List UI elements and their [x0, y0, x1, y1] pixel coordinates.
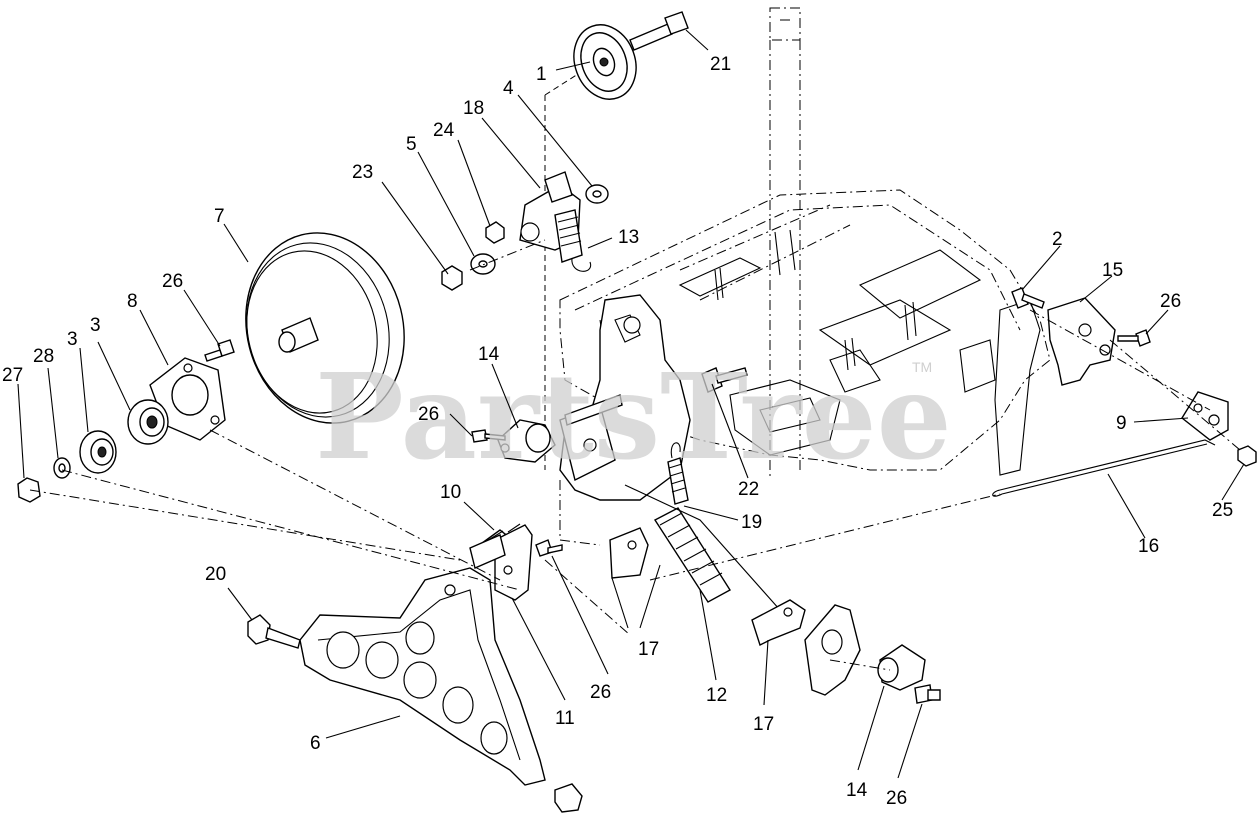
nut-25	[1237, 445, 1257, 467]
washer-5	[470, 253, 496, 275]
mounting-bracket	[559, 294, 691, 501]
pivot-plate	[804, 604, 861, 696]
callout-26-b: 26	[418, 404, 439, 425]
bearing-3a	[127, 399, 169, 445]
callout-25: 25	[1212, 500, 1233, 521]
bolt-22	[701, 367, 748, 393]
callout-16: 16	[1138, 536, 1159, 557]
callout-12: 12	[706, 685, 727, 706]
callout-21: 21	[710, 54, 731, 75]
frame-detail	[678, 229, 1041, 476]
callout-5: 5	[406, 134, 417, 155]
callout-8: 8	[127, 291, 138, 312]
spacer-14-lower	[877, 644, 926, 691]
watermark-tm: TM	[912, 359, 932, 375]
arm-6	[299, 567, 546, 786]
bracket-15	[1047, 297, 1116, 386]
idler-arm	[519, 171, 592, 272]
callout-27: 27	[2, 365, 23, 386]
callout-15: 15	[1102, 260, 1123, 281]
callout-10: 10	[440, 482, 461, 503]
callout-9: 9	[1116, 413, 1127, 434]
callout-3-a: 3	[90, 315, 101, 336]
clip-17-right	[751, 599, 806, 646]
spacer-14-upper	[497, 419, 556, 463]
callout-17-a: 17	[638, 639, 659, 660]
bolt-26-right	[1117, 329, 1151, 347]
clip-17-left	[609, 527, 649, 579]
spring-19	[667, 442, 689, 505]
callout-14-a: 14	[478, 344, 500, 365]
leader-lines	[17, 29, 1245, 779]
callout-19: 19	[741, 512, 762, 533]
callout-26-d: 26	[590, 682, 611, 703]
callout-26-c: 26	[1160, 291, 1181, 312]
callout-labels: 1 21 4 18 24 5 23 13 7 26 8 3 3 28 27 14…	[2, 54, 1233, 809]
washer-4	[585, 184, 609, 204]
watermark: PartsTree	[315, 347, 952, 486]
bolt-21	[629, 11, 689, 51]
callout-1: 1	[536, 64, 547, 85]
callout-7: 7	[214, 206, 225, 227]
callout-22: 22	[738, 479, 759, 500]
nut-27	[17, 477, 41, 503]
callout-24: 24	[433, 120, 455, 141]
callout-14-b: 14	[846, 780, 868, 801]
spring-12	[653, 507, 731, 603]
callout-2: 2	[1052, 229, 1063, 250]
callout-13: 13	[618, 227, 639, 248]
nut-24	[485, 221, 505, 244]
assembly-lines	[29, 239, 1241, 671]
bearing-flange	[149, 357, 226, 441]
callout-18: 18	[463, 98, 484, 119]
link-19-rod	[624, 484, 781, 611]
bolt-26-spacer	[471, 429, 506, 443]
bolt-26-bracket	[535, 539, 563, 557]
callout-6: 6	[310, 733, 321, 754]
bearing-3b	[79, 430, 117, 474]
callout-26-a: 26	[162, 271, 183, 292]
bolt-2	[1011, 287, 1045, 309]
callout-11: 11	[555, 708, 575, 729]
callout-20: 20	[205, 564, 226, 585]
callout-23: 23	[352, 162, 373, 183]
bushing-20	[247, 614, 301, 649]
washer-28	[53, 457, 71, 479]
callout-26-e: 26	[886, 788, 907, 809]
callout-3-b: 3	[67, 329, 78, 350]
bolt-26-lower	[914, 684, 941, 704]
rod-16	[992, 439, 1216, 497]
plate-9	[1181, 391, 1229, 441]
callout-28: 28	[33, 346, 54, 367]
bolt-26-flange	[204, 339, 235, 362]
callout-17-b: 17	[753, 714, 774, 735]
bracket-11	[469, 524, 533, 601]
bushing-bottom	[554, 783, 583, 813]
callout-4: 4	[503, 78, 514, 99]
large-pulley	[245, 232, 405, 424]
idler-pulley	[573, 24, 637, 100]
